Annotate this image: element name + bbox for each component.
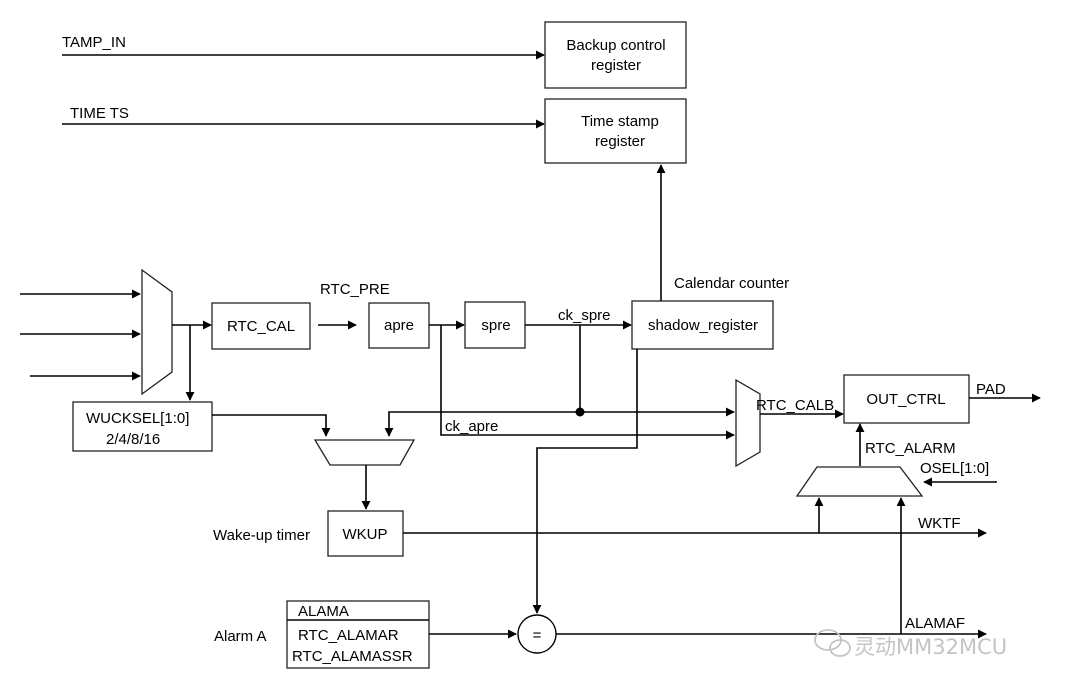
alarm-a-label: Alarm A bbox=[214, 628, 267, 645]
tamp-in-label: TAMP_IN bbox=[62, 34, 126, 51]
wucksel-label: WUCKSEL[1:0] bbox=[86, 410, 189, 427]
wakeup-clock-mux bbox=[313, 439, 416, 466]
output-select-mux bbox=[795, 466, 924, 497]
time-stamp-line2: register bbox=[595, 133, 645, 150]
alamaf-label: ALAMAF bbox=[905, 615, 965, 632]
osel-wire bbox=[923, 477, 997, 487]
rtc-cal-label: RTC_CAL bbox=[227, 318, 295, 335]
backup-control-line1: Backup control bbox=[566, 37, 665, 54]
wkup-block: WKUP bbox=[327, 510, 404, 557]
shadow-register-block: shadow_register bbox=[631, 300, 774, 350]
comparator: = bbox=[517, 614, 557, 654]
rtc-cal-block: RTC_CAL bbox=[211, 302, 311, 350]
rtc-alarm-label: RTC_ALARM bbox=[865, 440, 956, 457]
wechat-icon bbox=[814, 629, 851, 657]
out-ctrl-label: OUT_CTRL bbox=[866, 391, 945, 408]
clock-source-mux bbox=[141, 268, 173, 396]
ck-spre-label: ck_spre bbox=[558, 307, 611, 324]
out-ctrl-block: OUT_CTRL bbox=[843, 374, 970, 424]
shadow-to-comparator-wire bbox=[532, 349, 638, 614]
apre-label: apre bbox=[384, 317, 414, 334]
ck-spre-to-wakeup-mux-wire bbox=[384, 411, 580, 437]
time-stamp-line1: Time stamp bbox=[581, 113, 659, 130]
backup-control-line2: register bbox=[591, 57, 641, 74]
backup-control-register: Backup control register bbox=[544, 21, 687, 89]
wkup-label: WKUP bbox=[343, 526, 388, 543]
rtc-pre-label: RTC_PRE bbox=[320, 281, 390, 298]
wktf-label: WKTF bbox=[918, 515, 961, 532]
wakeup-timer-label: Wake-up timer bbox=[213, 527, 310, 544]
watermark-label: 灵动MM32MCU bbox=[854, 635, 1007, 659]
ck-apre-label: ck_apre bbox=[445, 418, 498, 435]
wucksel-block: WUCKSEL[1:0] 2/4/8/16 bbox=[72, 401, 213, 452]
alama-register-block: ALAMA RTC_ALAMAR RTC_ALAMASSR bbox=[286, 600, 430, 669]
time-ts-label: TIME TS bbox=[70, 105, 129, 122]
pad-label: PAD bbox=[976, 381, 1006, 398]
rtc-calb-label: RTC_CALB bbox=[756, 397, 834, 414]
alama-title-label: ALAMA bbox=[298, 603, 349, 620]
rtc-calb-mux bbox=[735, 378, 761, 468]
rtc-alamar-label: RTC_ALAMAR bbox=[298, 627, 399, 644]
spre-label: spre bbox=[481, 317, 510, 334]
calendar-counter-label: Calendar counter bbox=[674, 275, 789, 292]
osel-label: OSEL[1:0] bbox=[920, 460, 989, 477]
shadow-register-label: shadow_register bbox=[648, 317, 758, 334]
wucksel-ratio-label: 2/4/8/16 bbox=[106, 431, 160, 448]
wucksel-to-wakeup-mux-wire bbox=[212, 414, 331, 437]
spre-block: spre bbox=[464, 301, 526, 349]
time-stamp-register: Time stamp register bbox=[544, 98, 687, 164]
watermark: 灵动MM32MCU bbox=[814, 629, 1007, 659]
apre-block: apre bbox=[368, 302, 430, 349]
rtc-alamassr-label: RTC_ALAMASSR bbox=[292, 648, 413, 665]
comparator-label: = bbox=[533, 627, 542, 644]
